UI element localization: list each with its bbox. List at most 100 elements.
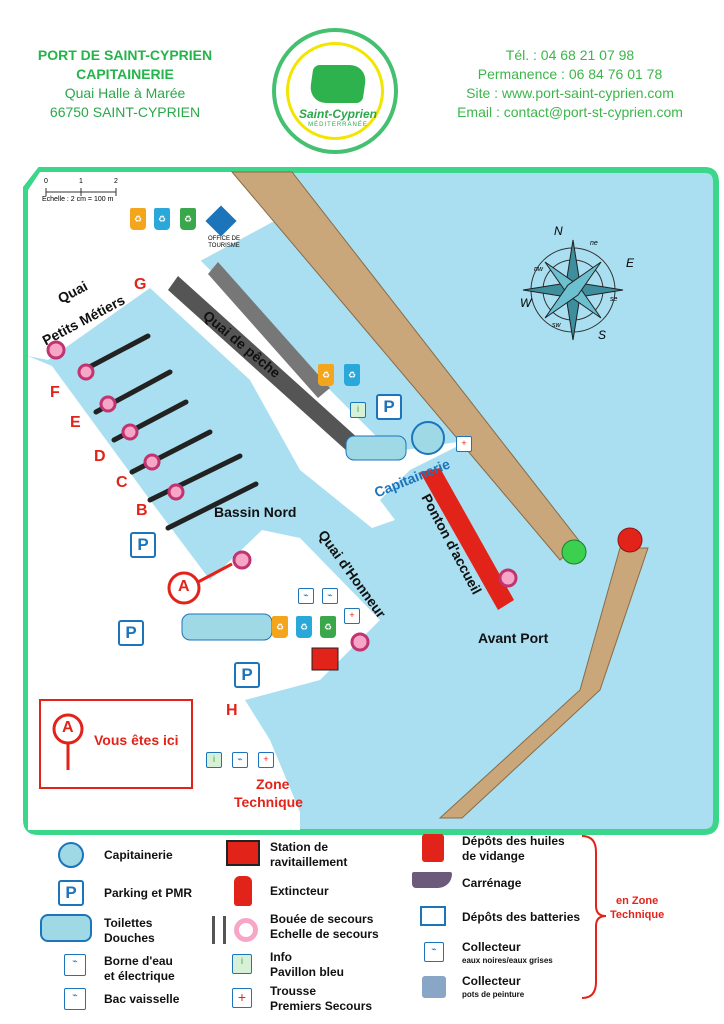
lifebuoy-icon bbox=[234, 918, 258, 942]
pontoon-f-label: F bbox=[50, 384, 60, 401]
logo-name: Saint-Cyprien bbox=[298, 107, 377, 121]
zone-technique-label-1: Zone bbox=[256, 776, 290, 792]
parking-map-3-icon: P bbox=[118, 620, 144, 646]
street: Quai Halle à Marée bbox=[64, 85, 186, 101]
logo-sub: MÉDITERRANÉE bbox=[308, 122, 368, 128]
city: 66750 SAINT-CYPRIEN bbox=[49, 104, 201, 120]
address-block: PORT DE SAINT-CYPRIEN CAPITAINERIE Quai … bbox=[20, 46, 230, 122]
dish-map-2-icon: ⌁ bbox=[232, 752, 248, 768]
compass-ne: ne bbox=[590, 240, 598, 247]
legend-wastewater: Collecteur bbox=[462, 940, 521, 954]
recycle-bin-yellow-2-icon: ♻ bbox=[318, 364, 334, 386]
pontoon-h-label: H bbox=[226, 702, 238, 719]
parking-map-icon: P bbox=[376, 394, 402, 420]
port-name: PORT DE SAINT-CYPRIEN bbox=[37, 47, 213, 63]
legend-extinguisher: Extincteur bbox=[270, 884, 329, 898]
recycle-bin-blue-3-icon: ♻ bbox=[296, 616, 312, 638]
zone-technique-label-2: Technique bbox=[234, 794, 303, 810]
compass-se: se bbox=[610, 296, 618, 303]
boat-careening-icon bbox=[412, 872, 452, 888]
dish-map-icon: ⌁ bbox=[298, 588, 314, 604]
recycle-bin-blue-icon: ♻ bbox=[154, 208, 170, 230]
fuel-station-icon bbox=[226, 840, 260, 866]
phone: Tél. : 04 68 21 07 98 bbox=[505, 47, 635, 63]
quai-de-peche-pier bbox=[168, 276, 360, 452]
capitainerie-building bbox=[345, 435, 407, 461]
scale-label: 0 1 2 Echelle : 2 cm = 100 m bbox=[42, 178, 118, 203]
legend-marker-a: A bbox=[62, 719, 74, 736]
compass-nw: nw bbox=[534, 266, 543, 273]
avant-port-label: Avant Port bbox=[478, 630, 549, 646]
water-electric-icon: ⌁ bbox=[64, 954, 86, 976]
extinguisher-icon bbox=[234, 876, 252, 906]
parking-icon: P bbox=[58, 880, 84, 906]
pontoon-g-label: G bbox=[134, 276, 147, 293]
saint-cyprien-logo: Saint-Cyprien MÉDITERRANÉE bbox=[272, 28, 398, 154]
contact-block: Tél. : 04 68 21 07 98 Permanence : 06 84… bbox=[430, 46, 710, 122]
red-beacon-icon bbox=[617, 527, 643, 553]
info-map-2-icon: i bbox=[206, 752, 222, 768]
legend-battery: Dépôts des batteries bbox=[462, 910, 581, 924]
fuel-station-icon bbox=[311, 647, 339, 671]
info-icon: i bbox=[232, 954, 252, 974]
bassin-nord-label: Bassin Nord bbox=[214, 504, 297, 520]
toilets-building bbox=[181, 613, 273, 641]
secondary-pier bbox=[208, 262, 330, 398]
compass-rose-icon bbox=[522, 239, 624, 341]
legend-parking: Parking et PMR bbox=[104, 886, 193, 900]
map-pin-a-icon bbox=[167, 562, 233, 605]
parking-map-4-icon: P bbox=[234, 662, 260, 688]
first-aid-map-2-icon: + bbox=[344, 608, 360, 624]
recycle-bin-green-icon: ♻ bbox=[180, 208, 196, 230]
first-aid-map-icon: + bbox=[456, 436, 472, 452]
legend-careening: Carrénage bbox=[462, 876, 522, 890]
pontoon-b-label: B bbox=[136, 502, 148, 519]
first-aid-icon: + bbox=[232, 988, 252, 1008]
pontoon-d-label: D bbox=[94, 448, 106, 465]
pontoon-e-label: E bbox=[70, 414, 81, 431]
office-name: CAPITAINERIE bbox=[76, 66, 174, 82]
email-link[interactable]: Email : contact@port-st-cyprien.com bbox=[457, 104, 683, 120]
battery-icon bbox=[420, 906, 446, 926]
map-marker-a: A bbox=[178, 578, 190, 595]
anchor-icon bbox=[58, 842, 84, 868]
pontoon-c-label: C bbox=[116, 474, 128, 491]
legend-wastewater-sub: eaux noires/eaux grises bbox=[462, 956, 553, 965]
lifebuoy-icons bbox=[46, 340, 518, 652]
first-aid-map-3-icon: + bbox=[258, 752, 274, 768]
permanence-phone: Permanence : 06 84 76 01 78 bbox=[477, 66, 663, 82]
compass-s: S bbox=[598, 328, 607, 342]
legend-paint-sub: pots de peinture bbox=[462, 990, 525, 999]
anchor-icon bbox=[411, 421, 445, 455]
water-map-icon: ⌁ bbox=[322, 588, 338, 604]
legend-dish: Bac vaisselle bbox=[104, 992, 180, 1006]
compass-w: W bbox=[520, 296, 532, 310]
dish-icon: ⌁ bbox=[64, 988, 86, 1010]
recycle-bin-green-3-icon: ♻ bbox=[320, 616, 336, 638]
info-map-icon: i bbox=[350, 402, 366, 418]
location-pin-icon bbox=[52, 713, 84, 770]
zone-brace bbox=[581, 835, 607, 999]
green-beacon-icon bbox=[561, 539, 587, 565]
ponton-accueil bbox=[420, 468, 514, 610]
compass-n: N bbox=[554, 224, 563, 238]
legend-paint: Collecteur bbox=[462, 974, 521, 988]
scale-bar bbox=[45, 188, 117, 196]
compass-sw: sw bbox=[552, 322, 561, 329]
legend-capitainerie: Capitainerie bbox=[104, 848, 173, 862]
ladder-icon bbox=[212, 916, 226, 944]
compass-e: E bbox=[626, 256, 635, 270]
paint-cans-icon bbox=[422, 976, 446, 998]
website-link[interactable]: Site : www.port-saint-cyprien.com bbox=[466, 85, 674, 101]
you-are-here-text: Vous êtes ici bbox=[94, 732, 179, 748]
